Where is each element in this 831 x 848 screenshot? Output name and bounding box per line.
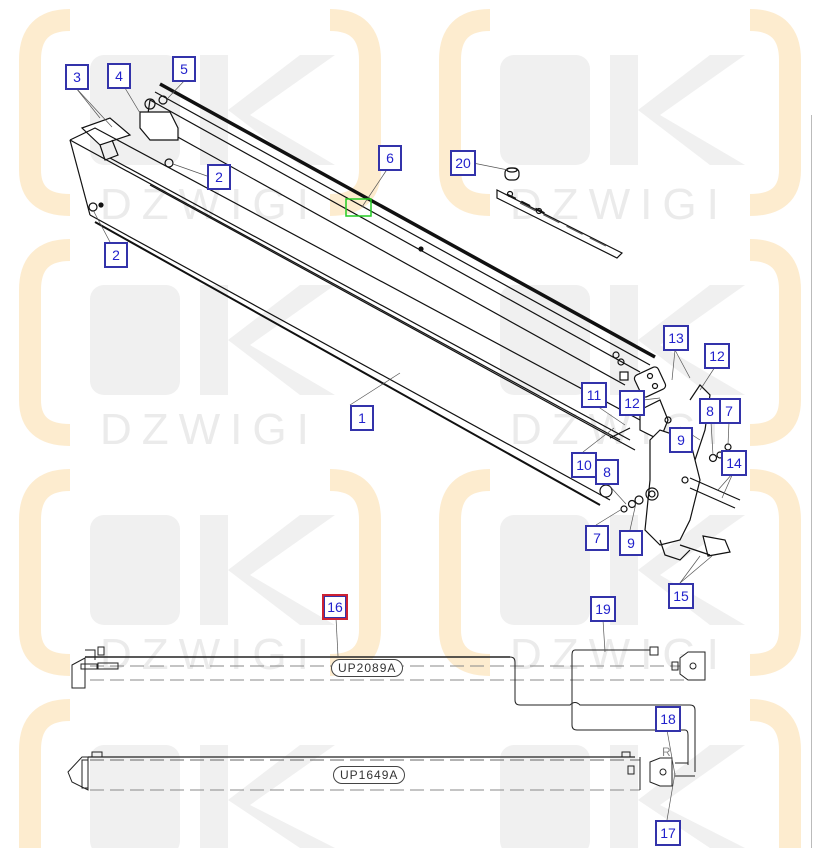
watermark-text: DZWIGI: [100, 180, 319, 229]
callout-part-14[interactable]: 14: [721, 450, 747, 476]
callout-part-2[interactable]: 2: [104, 242, 128, 268]
callout-part-11[interactable]: 11: [581, 382, 607, 408]
callout-part-17[interactable]: 17: [655, 820, 681, 846]
callout-part-15[interactable]: 15: [668, 583, 694, 609]
callout-part-16-selected[interactable]: 16: [322, 594, 348, 620]
callout-part-5[interactable]: 5: [172, 56, 196, 82]
cylinder-lower: [67, 751, 695, 791]
plate-part-20: [496, 167, 624, 259]
panel-edge: [811, 115, 812, 848]
callout-part-2[interactable]: 2: [207, 164, 231, 190]
callout-part-12[interactable]: 12: [704, 343, 730, 369]
callout-part-8[interactable]: 8: [595, 459, 619, 485]
watermark-text: DZWIGI: [100, 630, 319, 679]
cylinder-plate-lower: UP1649A: [333, 766, 406, 784]
callout-part-19[interactable]: 19: [590, 596, 616, 622]
callout-part-9[interactable]: 9: [669, 427, 693, 453]
callout-part-1[interactable]: 1: [350, 405, 374, 431]
callout-part-4[interactable]: 4: [107, 63, 131, 89]
cylinder-plate-upper: UP2089A: [331, 659, 404, 677]
callout-part-10[interactable]: 10: [571, 452, 597, 478]
callout-part-7[interactable]: 7: [585, 525, 609, 551]
callout-part-8[interactable]: 8: [699, 398, 721, 424]
inner-boom-part-5: [146, 82, 656, 386]
callout-part-18[interactable]: 18: [655, 706, 681, 732]
callout-part-20[interactable]: 20: [450, 150, 476, 176]
outer-boom-part-1: [69, 127, 641, 506]
callout-part-13[interactable]: 13: [663, 325, 689, 351]
callout-part-6[interactable]: 6: [378, 145, 402, 171]
callout-part-3[interactable]: 3: [65, 64, 89, 90]
highlight-box: [345, 198, 372, 217]
callout-part-12[interactable]: 12: [619, 390, 645, 416]
watermark-text: DZWIGI: [100, 405, 319, 454]
callout-part-9[interactable]: 9: [619, 530, 643, 556]
port-label-r: R: [662, 745, 671, 759]
